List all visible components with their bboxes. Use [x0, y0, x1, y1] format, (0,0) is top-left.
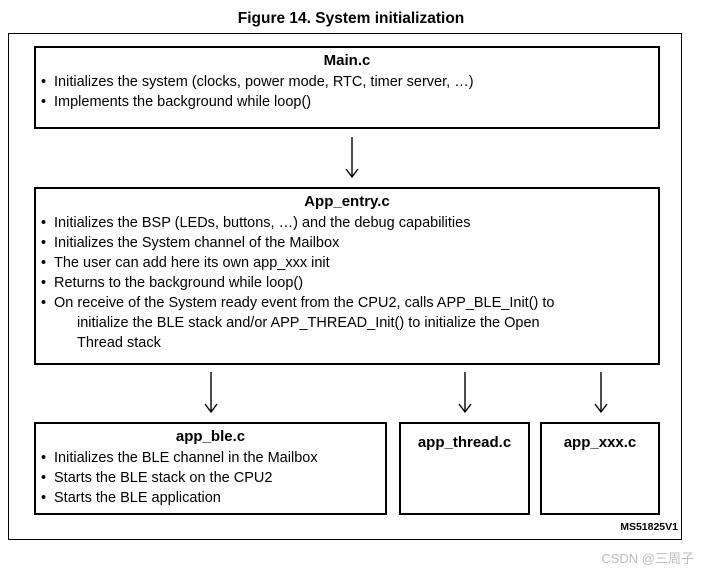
app-entry-bullet-list: Initializes the BSP (LEDs, buttons, …) a… — [36, 213, 658, 353]
app-ble-box-title: app_ble.c — [175, 428, 246, 445]
bullet-item: On receive of the System ready event fro… — [38, 293, 654, 313]
main-c-box: Main.c Initializes the system (clocks, p… — [34, 46, 660, 129]
app-entry-box: App_entry.c Initializes the BSP (LEDs, b… — [34, 187, 660, 365]
down-arrow-appentry-to-appble — [204, 372, 218, 414]
app-entry-box-title: App_entry.c — [304, 193, 390, 210]
bullet-continuation-line: Thread stack — [77, 335, 161, 351]
down-arrow-main-to-appentry — [345, 137, 359, 179]
bullet-item: Starts the BLE stack on the CPU2 — [38, 468, 381, 488]
csdn-watermark: CSDN @三周子 — [601, 551, 694, 566]
figure-title: Figure 14. System initialization — [237, 10, 465, 27]
down-arrow-appentry-to-appxxx — [594, 372, 608, 414]
bullet-item: Implements the background while loop() — [38, 92, 654, 112]
down-arrow-appentry-to-appthread — [458, 372, 472, 414]
app-xxx-box: app_xxx.c — [540, 422, 660, 515]
bullet-continuation-line: initialize the BLE stack and/or APP_THRE… — [77, 315, 540, 331]
app-xxx-box-title: app_xxx.c — [563, 434, 637, 451]
main-c-bullet-list: Initializes the system (clocks, power mo… — [36, 72, 658, 112]
app-thread-box: app_thread.c — [399, 422, 530, 515]
bullet-item: Initializes the BLE channel in the Mailb… — [38, 448, 381, 468]
bullet-item: Initializes the system (clocks, power mo… — [38, 72, 654, 92]
bullet-item: The user can add here its own app_xxx in… — [38, 253, 654, 273]
app-ble-box: app_ble.c Initializes the BLE channel in… — [34, 422, 387, 515]
bullet-item: Initializes the System channel of the Ma… — [38, 233, 654, 253]
bullet-item: Returns to the background while loop() — [38, 273, 654, 293]
bullet-item: Initializes the BSP (LEDs, buttons, …) a… — [38, 213, 654, 233]
diagram-reference-code: MS51825V1 — [620, 521, 678, 533]
app-thread-box-title: app_thread.c — [417, 434, 512, 451]
app-ble-bullet-list: Initializes the BLE channel in the Mailb… — [36, 448, 385, 508]
bullet-item: Starts the BLE application — [38, 488, 381, 508]
main-c-box-title: Main.c — [323, 52, 371, 69]
